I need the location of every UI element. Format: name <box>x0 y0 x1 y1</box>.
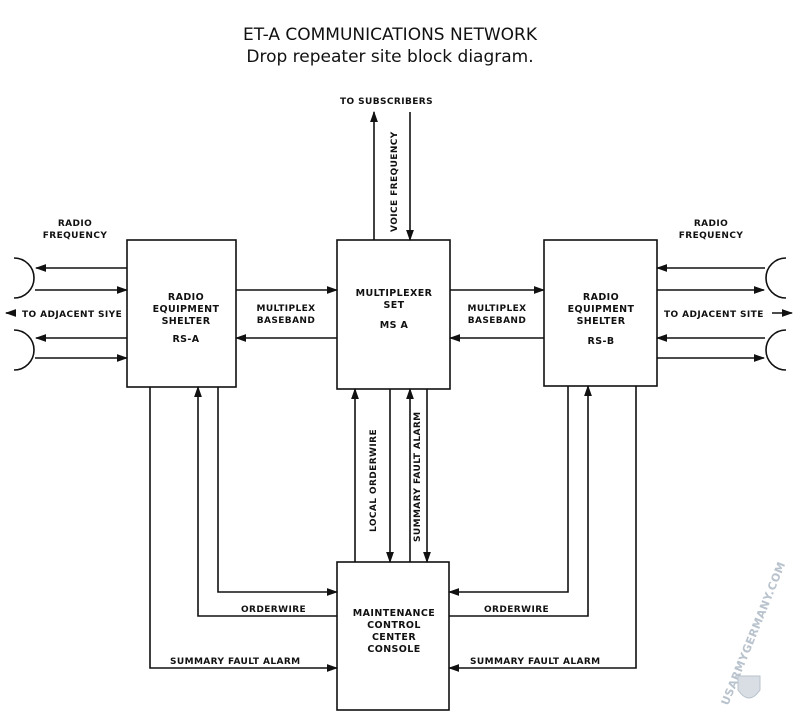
rs-a-label-2: EQUIPMENT <box>153 304 220 315</box>
radio-frequency-left-label-2: FREQUENCY <box>43 231 108 241</box>
mccc-label-4: CONSOLE <box>367 644 420 655</box>
rs-b-label-3: SHELTER <box>577 316 626 327</box>
multiplex-baseband-left-label-2: BASEBAND <box>257 316 315 326</box>
ms-a-label-2: SET <box>383 300 404 311</box>
antenna-right-lower <box>765 329 787 371</box>
to-adjacent-site-left-label: TO ADJACENT SIYE <box>22 310 122 320</box>
ms-a-label-1: MULTIPLEXER <box>356 288 433 299</box>
radio-frequency-right-label-1: RADIO <box>694 219 728 229</box>
antenna-left-lower <box>13 329 35 371</box>
rs-a-label-4: RS-A <box>172 334 199 345</box>
rs-b-label-2: EQUIPMENT <box>568 304 635 315</box>
antenna-right-upper <box>765 257 787 299</box>
rs-b-label-1: RADIO <box>583 292 619 303</box>
rs-b-link-mid <box>449 384 592 617</box>
diagram-title: ET-A COMMUNICATIONS NETWORK <box>243 25 537 45</box>
box-rs-b <box>543 239 658 387</box>
diagram-subtitle: Drop repeater site block diagram. <box>246 47 534 67</box>
rs-a-link-outer <box>149 387 339 672</box>
shield-icon <box>737 675 761 699</box>
box-ms-a <box>336 239 451 390</box>
multiplex-baseband-right-label-2: BASEBAND <box>468 316 526 326</box>
title-block: ET-A COMMUNICATIONS NETWORK Drop repeate… <box>0 24 780 68</box>
orderwire-left-label: ORDERWIRE <box>241 605 306 615</box>
multiplex-baseband-left-label-1: MULTIPLEX <box>256 304 315 314</box>
rs-a-label-3: SHELTER <box>162 316 211 327</box>
multiplex-baseband-right-label-1: MULTIPLEX <box>467 304 526 314</box>
to-subscribers-label: TO SUBSCRIBERS <box>340 97 433 107</box>
radio-frequency-right-label-2: FREQUENCY <box>679 231 744 241</box>
summary-fault-alarm-left-label: SUMMARY FAULT ALARM <box>170 657 301 667</box>
rs-b-link-outer <box>447 386 637 672</box>
rs-a-label-1: RADIO <box>168 292 204 303</box>
summary-fault-alarm-right-label: SUMMARY FAULT ALARM <box>470 657 601 667</box>
mccc-label-2: CONTROL <box>367 620 421 631</box>
radio-frequency-left-label-1: RADIO <box>58 219 92 229</box>
box-rs-a <box>126 239 237 388</box>
mccc-label-3: CENTER <box>372 632 416 643</box>
ms-a-label-3: MS A <box>380 320 409 331</box>
orderwire-right-label: ORDERWIRE <box>484 605 549 615</box>
rs-b-label-4: RS-B <box>588 336 615 347</box>
to-adjacent-site-right-label: TO ADJACENT SITE <box>664 310 764 320</box>
rs-a-link-inner <box>217 387 339 596</box>
mccc-label-1: MAINTENANCE <box>353 608 435 619</box>
summary-fault-alarm-vertical-label: SUMMARY FAULT ALARM <box>413 411 423 542</box>
local-orderwire-label: LOCAL ORDERWIRE <box>369 429 379 532</box>
voice-frequency-label: VOICE FREQUENCY <box>390 131 400 232</box>
watermark-logo: USARMYGERMANY.COM <box>719 560 789 707</box>
rs-b-link-inner <box>447 386 569 596</box>
rs-a-link-mid <box>194 385 337 617</box>
antenna-left-upper <box>13 257 35 299</box>
